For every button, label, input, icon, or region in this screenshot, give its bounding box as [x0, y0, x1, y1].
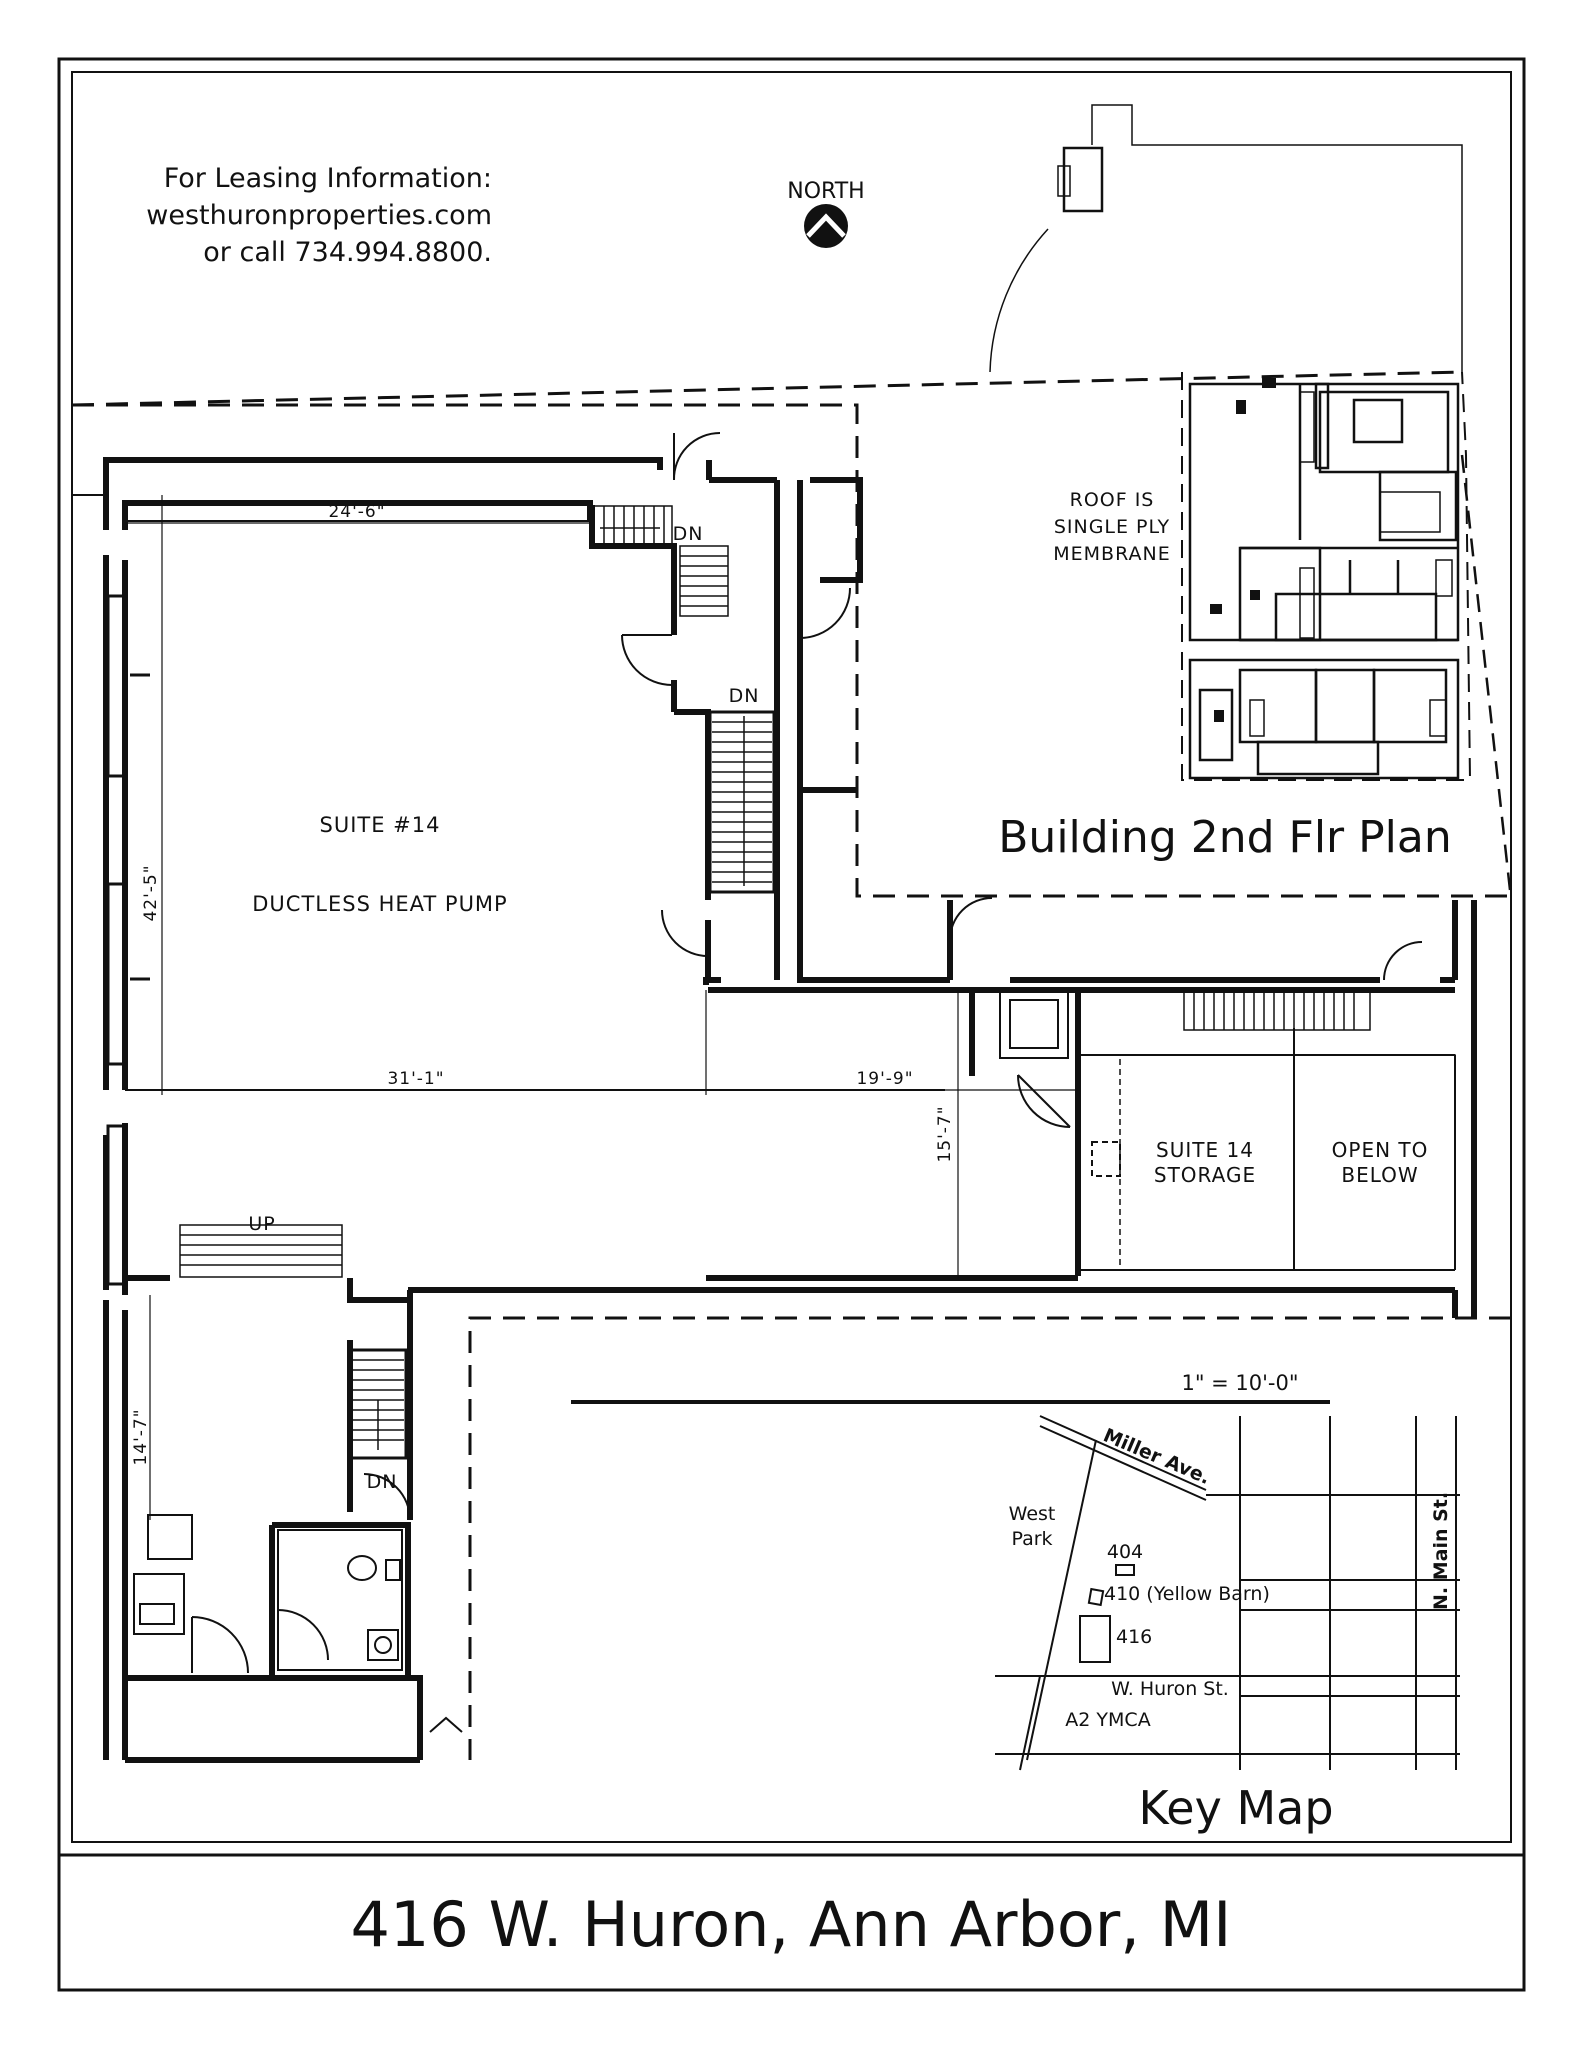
leasing-info: For Leasing Information: westhuronproper… [146, 163, 492, 268]
property-line [71, 370, 1511, 898]
footer-title: 416 W. Huron, Ann Arbor, MI [351, 1888, 1232, 1961]
key-map-main-st: N. Main St. [1430, 1492, 1452, 1610]
lower-dashed-lines [468, 1316, 1511, 1760]
key-map: Miller Ave. West Park 404 410 (Yellow Ba… [995, 1415, 1460, 1835]
restroom [133, 1473, 463, 1733]
stair-treads-long [712, 721, 772, 883]
stair-treads-mid [680, 555, 728, 607]
dim-vertical-right: 15'-7" [935, 1105, 955, 1162]
dim-top-width: 24'-6" [328, 502, 385, 522]
leasing-line-1: For Leasing Information: [164, 163, 492, 194]
second-floor-plan: ROOF IS SINGLE PLY MEMBRANE Building 2nd… [998, 371, 1512, 891]
key-map-416: 416 [1116, 1626, 1152, 1648]
scale-bar: 1" = 10'-0" [571, 1371, 1330, 1404]
storage-line-2: STORAGE [1154, 1163, 1256, 1187]
suite-name: SUITE #14 [320, 813, 441, 837]
roof-note: ROOF IS SINGLE PLY MEMBRANE [1053, 489, 1170, 565]
north-arrow-icon: NORTH [787, 179, 865, 248]
scale-label: 1" = 10'-0" [1181, 1371, 1298, 1395]
sheet-border [57, 57, 1526, 1992]
stair-dn-mid: DN [729, 685, 760, 707]
suite-note: DUCTLESS HEAT PUMP [252, 892, 507, 916]
key-map-410: 410 (Yellow Barn) [1104, 1583, 1270, 1605]
stair-treads-top [603, 506, 665, 544]
site-outline [989, 104, 1463, 373]
leasing-website: westhuronproperties.com [146, 200, 492, 231]
dim-lower-left: 14'-7" [131, 1408, 151, 1465]
building-walls [103, 457, 1477, 1763]
roof-note-line-1: ROOF IS [1070, 489, 1155, 511]
key-map-huron-st: W. Huron St. [1111, 1678, 1229, 1700]
dim-bottom-left: 31'-1" [387, 1069, 444, 1089]
stair-up: UP [248, 1213, 275, 1235]
sink-icon [367, 1629, 399, 1661]
toilet-icon [347, 1555, 377, 1581]
north-label: NORTH [787, 179, 864, 204]
open-below-line-2: BELOW [1341, 1163, 1418, 1187]
leasing-phone: or call 734.994.8800. [203, 237, 492, 268]
stair-dn-lower: DN [367, 1471, 398, 1493]
key-map-miller: Miller Ave. [1100, 1424, 1213, 1489]
left-windows [106, 594, 150, 1286]
dim-left-height: 42'-5" [141, 864, 161, 921]
stairs [179, 505, 1371, 1460]
dimension-labels: 24'-6" 42'-5" 31'-1" 19'-9" 15'-7" 14'-7… [131, 502, 955, 1466]
roof-note-line-3: MEMBRANE [1053, 543, 1170, 565]
stair-treads-up [180, 1234, 342, 1266]
storage-line-1: SUITE 14 [1156, 1138, 1254, 1162]
key-map-west-park-1: West [1009, 1503, 1056, 1525]
key-map-west-park-2: Park [1011, 1528, 1052, 1550]
stair-dn-top: DN [673, 523, 704, 545]
roof-note-line-2: SINGLE PLY [1054, 516, 1170, 538]
second-floor-title: Building 2nd Flr Plan [998, 812, 1452, 863]
key-map-title: Key Map [1138, 1781, 1333, 1835]
open-below-line-1: OPEN TO [1332, 1138, 1429, 1162]
dim-bottom-right: 19'-9" [856, 1069, 913, 1089]
key-map-ymca: A2 YMCA [1065, 1709, 1150, 1731]
key-map-404: 404 [1107, 1541, 1143, 1563]
dimension-lines [125, 495, 1078, 1520]
stair-treads-storage [1193, 990, 1355, 1030]
room-labels: SUITE #14 DUCTLESS HEAT PUMP SUITE 14 ST… [248, 523, 1429, 1493]
storage-area [1119, 1054, 1456, 1271]
